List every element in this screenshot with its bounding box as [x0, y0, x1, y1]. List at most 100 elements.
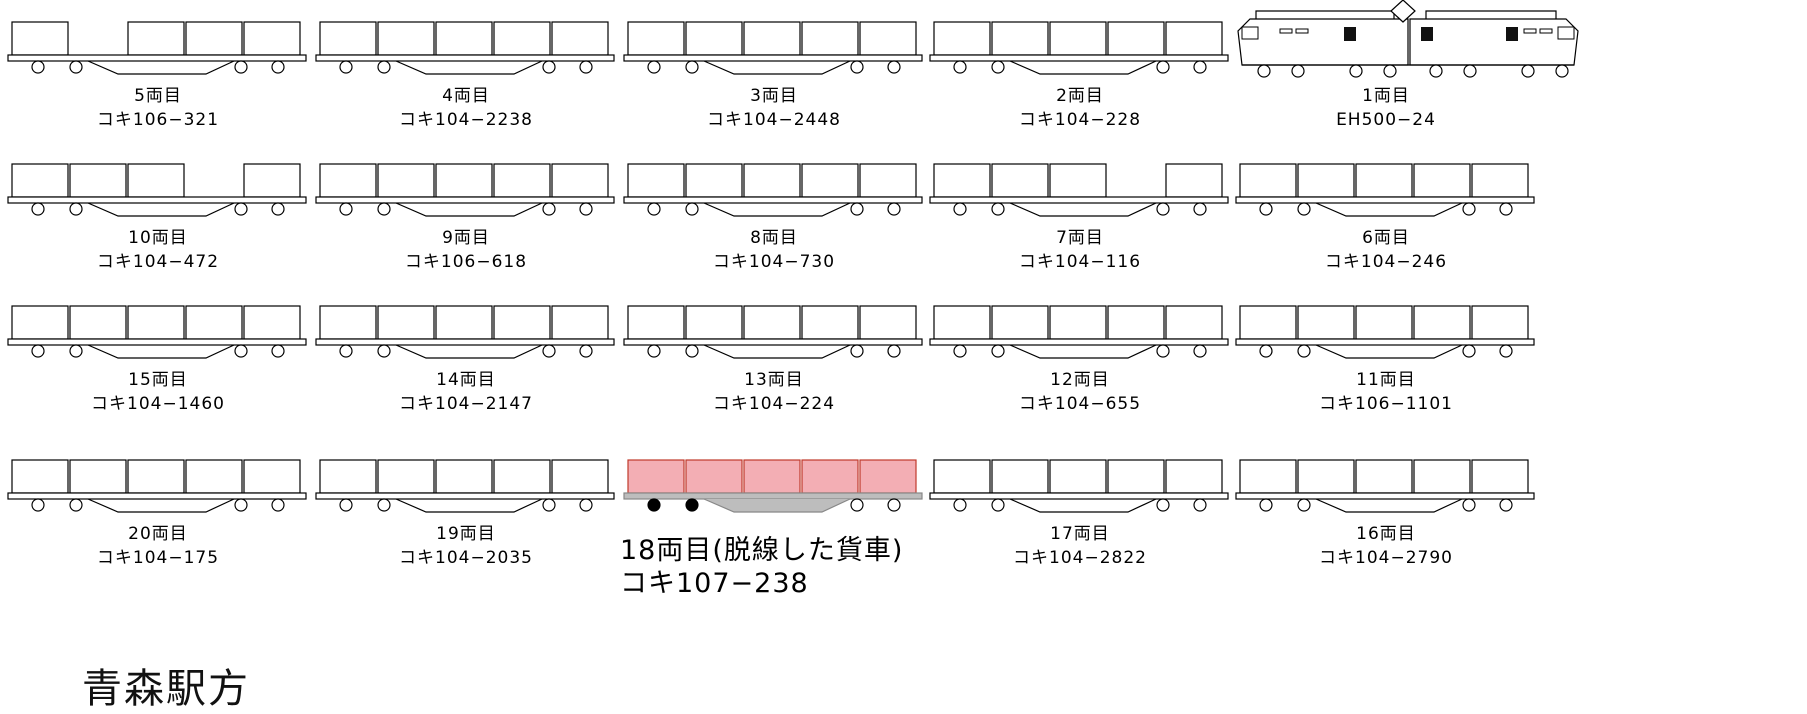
container: [69, 459, 127, 494]
wheel: [953, 60, 967, 74]
container: [319, 163, 377, 198]
container: [377, 21, 435, 56]
container: [933, 459, 991, 494]
vent: [1295, 28, 1309, 34]
wheel: [1259, 344, 1273, 358]
deck: [7, 196, 307, 204]
wheel: [377, 498, 391, 512]
underframe: [1315, 202, 1463, 217]
wheel: [1521, 64, 1535, 78]
container: [627, 305, 685, 340]
car-number: コキ106−321: [97, 110, 219, 130]
container: [801, 459, 859, 494]
wheel: [542, 344, 556, 358]
deck: [929, 338, 1229, 346]
car-label: 10両目: [128, 228, 188, 248]
wheel: [991, 202, 1005, 216]
container: [1239, 163, 1297, 198]
underframe: [395, 498, 543, 513]
vent: [1279, 28, 1293, 34]
wheel: [339, 344, 353, 358]
container: [493, 305, 551, 340]
wheel: [1297, 202, 1311, 216]
container: [493, 163, 551, 198]
wheel: [31, 344, 45, 358]
wheel: [1297, 344, 1311, 358]
wheel: [579, 498, 593, 512]
vent: [1523, 28, 1537, 34]
underframe: [87, 60, 235, 75]
container: [627, 21, 685, 56]
car-label: 13両目: [744, 370, 804, 390]
wheel: [1297, 498, 1311, 512]
wheel: [1383, 64, 1397, 78]
wheel: [953, 202, 967, 216]
underframe: [1315, 344, 1463, 359]
wheel: [377, 344, 391, 358]
wheel: [887, 60, 901, 74]
car-number: コキ104−2822: [1013, 548, 1147, 568]
container: [127, 305, 185, 340]
deck: [623, 196, 923, 204]
wheel: [1555, 64, 1569, 78]
wheel: [685, 498, 699, 512]
container: [859, 21, 917, 56]
container: [1107, 21, 1165, 56]
container: [991, 305, 1049, 340]
wheel: [1499, 344, 1513, 358]
container: [1297, 305, 1355, 340]
deck: [7, 338, 307, 346]
wheel: [647, 60, 661, 74]
wheel: [31, 202, 45, 216]
car-label: 8両目: [750, 228, 798, 248]
container: [933, 305, 991, 340]
container: [1239, 305, 1297, 340]
container: [743, 163, 801, 198]
wheel: [271, 202, 285, 216]
car-number: コキ104−246: [1325, 252, 1447, 272]
deck: [315, 196, 615, 204]
container: [377, 163, 435, 198]
wheel: [1462, 344, 1476, 358]
container: [1413, 163, 1471, 198]
wheel: [685, 344, 699, 358]
car-label: 1両目: [1362, 86, 1410, 106]
container: [185, 305, 243, 340]
container: [685, 305, 743, 340]
wheel: [850, 202, 864, 216]
loco-window-dark: [1344, 27, 1356, 41]
container: [11, 459, 69, 494]
wheel: [69, 344, 83, 358]
car-label: 3両目: [750, 86, 798, 106]
deck: [929, 54, 1229, 62]
container: [551, 163, 609, 198]
car-number: コキ104−655: [1019, 394, 1141, 414]
container: [1355, 305, 1413, 340]
car-number: コキ104−1460: [91, 394, 225, 414]
wheel: [339, 498, 353, 512]
container: [1471, 305, 1529, 340]
container: [801, 163, 859, 198]
deck: [1235, 338, 1535, 346]
wheel: [31, 498, 45, 512]
wheel: [1193, 202, 1207, 216]
container: [551, 305, 609, 340]
wheel: [234, 202, 248, 216]
wheel: [887, 344, 901, 358]
loco-body: [1409, 18, 1579, 66]
wheel: [685, 60, 699, 74]
container: [243, 163, 301, 198]
wheel: [1193, 60, 1207, 74]
car-number: コキ104−730: [713, 252, 835, 272]
car-number: コキ104−175: [97, 548, 219, 568]
